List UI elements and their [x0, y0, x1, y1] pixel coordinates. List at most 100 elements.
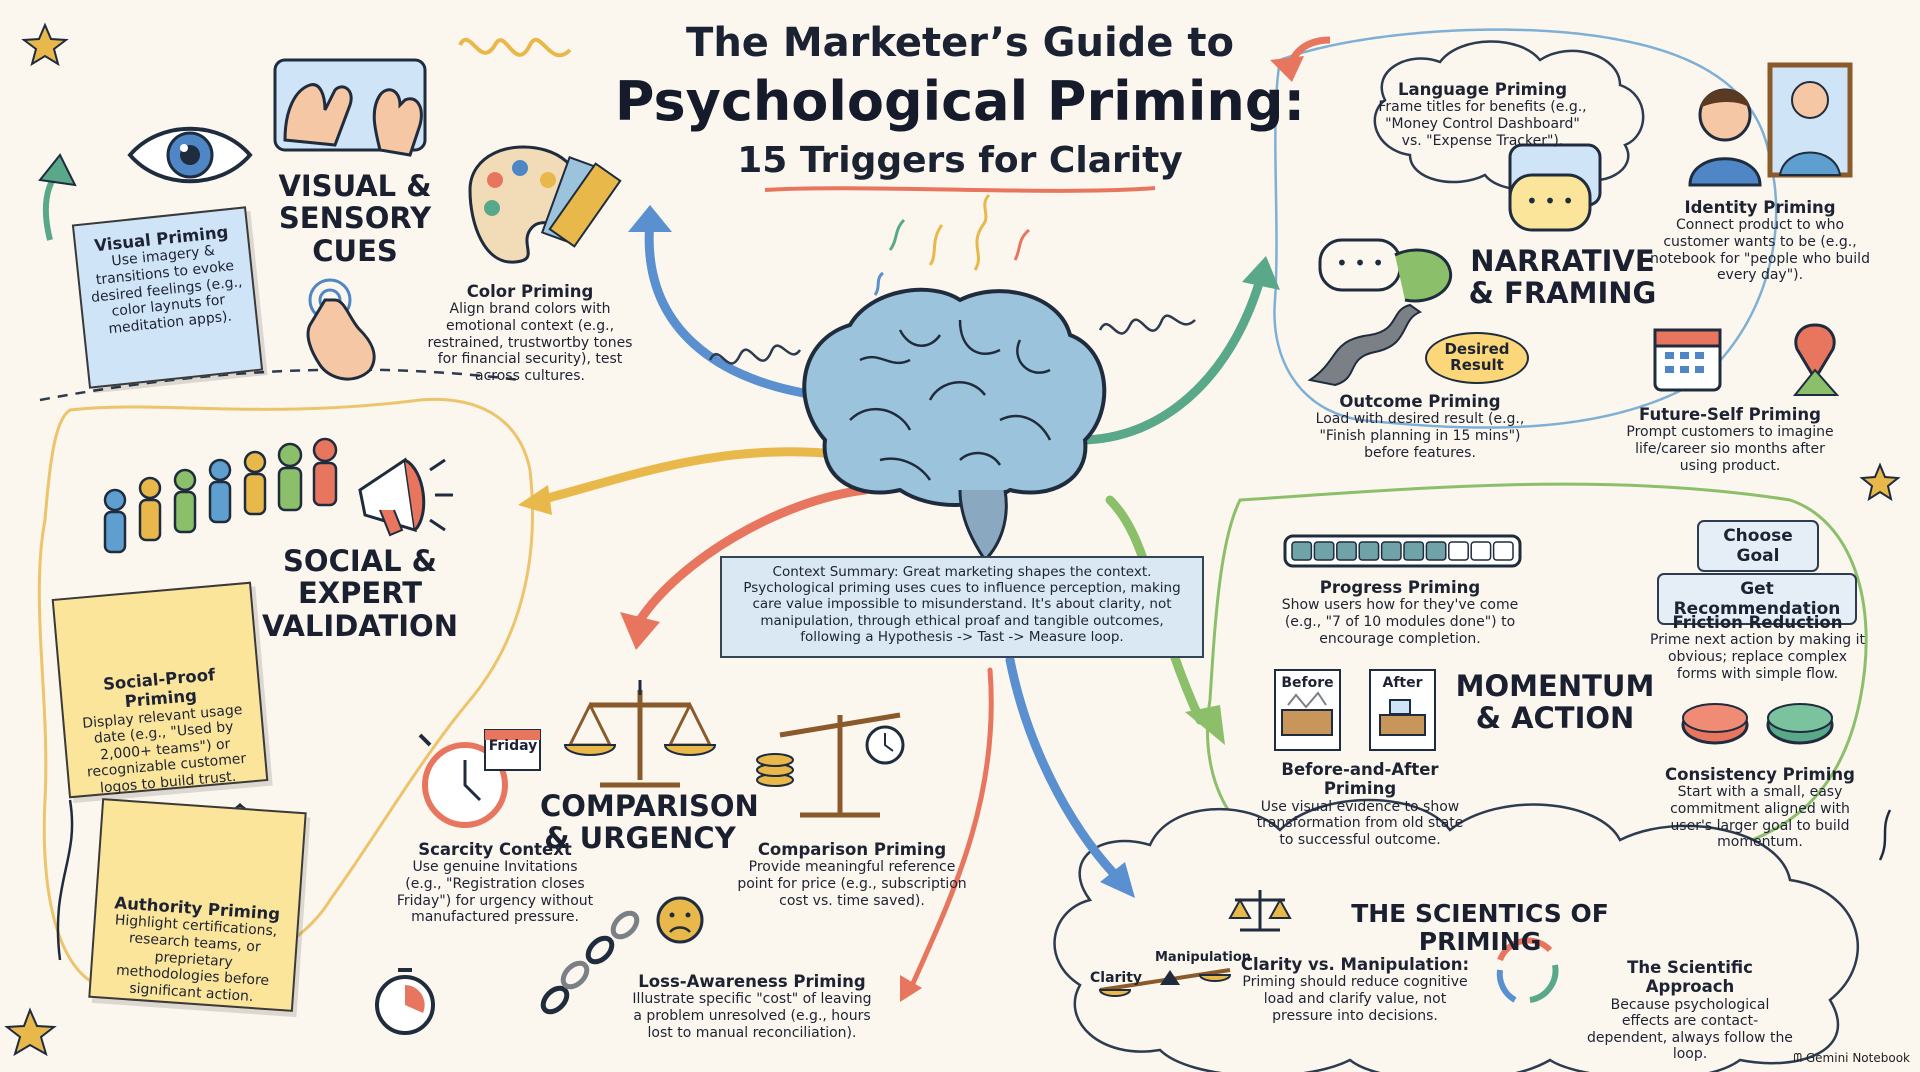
- mirror-person-icon: [1688, 62, 1853, 187]
- color-priming-title: Color Priming: [466, 282, 594, 301]
- scientific-body: Because psychological effects are contac…: [1587, 996, 1793, 1063]
- progress-cell-done: [1336, 541, 1357, 561]
- clarity-label: Clarity: [1090, 970, 1143, 986]
- progress-cell-done: [1313, 541, 1335, 561]
- visual-priming-note: Visual Priming Use imagery & transitions…: [71, 206, 264, 389]
- future-self-body: Prompt customers to imagine life/career …: [1626, 424, 1834, 474]
- notebook-icon: ᗰ: [1793, 1051, 1803, 1065]
- comparison-priming-title: Comparison Priming: [757, 840, 947, 859]
- button-green-icon: [1766, 703, 1834, 745]
- coins-stopwatch-icon: [756, 712, 905, 818]
- progress-cell-done: [1380, 541, 1402, 561]
- clarity-manip-title: Clarity vs. Manipulation:: [1240, 955, 1470, 974]
- title-line-2: Psychological Priming:: [614, 70, 1306, 133]
- svg-text:• • •: • • •: [1526, 189, 1574, 213]
- friction-reduction: Friction Reduction Prime next action by …: [1650, 613, 1865, 682]
- future-self-title: Future-Self Priming: [1639, 405, 1821, 424]
- brain-icon: [802, 287, 1107, 563]
- friction-title: Friction Reduction: [1672, 613, 1843, 632]
- outcome-priming-body: Load with desired result (e.g., "Finish …: [1315, 411, 1525, 461]
- scientific-approach: The Scientific Approach Because psycholo…: [1585, 958, 1795, 1063]
- before-after-priming: Before-and-After Priming Use visual evid…: [1255, 760, 1465, 848]
- manipulation-label: Manipulation: [1155, 950, 1252, 965]
- title-underline: [764, 186, 1156, 193]
- authority-body: Highlight certifications, research teams…: [114, 912, 278, 1005]
- choose-goal-button[interactable]: Choose Goal: [1697, 520, 1819, 572]
- language-priming: Language Priming Frame titles for benefi…: [1375, 80, 1590, 149]
- section-comparison: COMPARISON & URGENCY: [540, 789, 759, 856]
- progress-priming: Progress Priming Show users how for they…: [1270, 578, 1530, 647]
- section-science: THE SCIENTICS OF PRIMING: [1351, 899, 1609, 956]
- loss-awareness-title: Loss-Awareness Priming: [638, 972, 866, 991]
- title-line-1: The Marketer’s Guide to: [686, 20, 1234, 66]
- desired-result-badge: Desired Result: [1425, 332, 1529, 384]
- progress-priming-title: Progress Priming: [1319, 578, 1481, 597]
- title-line-3: 15 Triggers for Clarity: [737, 140, 1183, 181]
- color-priming-body: Align brand colors with emotional contex…: [427, 301, 633, 384]
- section-momentum: MOMENTUM & ACTION: [1455, 669, 1655, 736]
- before-after-icon: [1274, 669, 1436, 751]
- visual-priming-body: Use imagery & transitions to evoke desir…: [90, 243, 244, 337]
- future-self-priming: Future-Self Priming Prompt customers to …: [1620, 405, 1840, 474]
- progress-cell-done: [1358, 541, 1380, 561]
- before-after-body: Use visual evidence to show transformati…: [1256, 798, 1464, 848]
- hand-touch-icon: [273, 58, 427, 381]
- star-icon: [4, 22, 1901, 1057]
- people-crowd-icon: [103, 437, 338, 554]
- loss-awareness-priming: Loss-Awareness Priming Illustrate specif…: [632, 972, 872, 1041]
- progress-cell-empty: [1492, 541, 1514, 561]
- palette-icon: [468, 145, 622, 264]
- road-icon: [1307, 303, 1423, 387]
- comparison-priming-body: Provide meaningful reference point for p…: [737, 859, 967, 909]
- button-red-icon: [1681, 703, 1749, 745]
- megaphone-icon: [358, 457, 453, 537]
- friday-label: Friday: [488, 738, 538, 754]
- after-label: After: [1382, 675, 1423, 691]
- clarity-manip-body: Priming should reduce cognitive load and…: [1242, 974, 1468, 1024]
- identity-priming-title: Identity Priming: [1684, 198, 1836, 217]
- progress-cell-done: [1403, 541, 1425, 561]
- progress-priming-body: Show users how for they've come (e.g., "…: [1281, 597, 1519, 647]
- context-summary: Context Summary: Great marketing shapes …: [720, 556, 1204, 658]
- clarity-vs-manipulation: Clarity vs. Manipulation: Priming should…: [1240, 955, 1470, 1024]
- identity-priming-body: Connect product to who customer wants to…: [1650, 217, 1870, 284]
- footer-brand: ᗰ Gemini Notebook: [1793, 1051, 1910, 1066]
- progress-cell-empty: [1448, 541, 1469, 561]
- loss-awareness-body: Illustrate specific "cost" of leaving a …: [632, 991, 872, 1041]
- authority-note: Authority Priming Highlight certificatio…: [88, 798, 307, 1012]
- progress-cell-done: [1425, 541, 1447, 561]
- section-social: SOCIAL & EXPERT VALIDATION: [262, 544, 458, 643]
- outcome-priming-title: Outcome Priming: [1339, 392, 1501, 411]
- scientific-title: The Scientific Approach: [1627, 958, 1753, 997]
- outcome-priming: Outcome Priming Load with desired result…: [1315, 392, 1525, 461]
- progress-cell-done: [1291, 541, 1313, 561]
- section-narrative: NARRATIVE & FRAMING: [1468, 244, 1657, 311]
- consistency-body: Start with a small, easy commitment alig…: [1670, 784, 1850, 851]
- scarcity-title: Scarcity Context: [418, 840, 572, 859]
- social-proof-body: Display relevant usage date (e.g., "Used…: [81, 701, 247, 797]
- identity-priming: Identity Priming Connect product to who …: [1650, 198, 1870, 284]
- stopwatch-icon: [375, 968, 435, 1035]
- alarm-clock-icon: [418, 729, 541, 828]
- chain-sad-face-icon: [540, 896, 704, 1015]
- map-pin-icon: [1792, 323, 1840, 396]
- before-label: Before: [1281, 675, 1334, 691]
- svg-text:• • •: • • •: [1336, 251, 1384, 275]
- friction-body: Prime next action by making it obvious; …: [1650, 632, 1865, 682]
- calendar-icon: [1653, 328, 1722, 392]
- progress-cell-empty: [1470, 541, 1492, 561]
- cycle-arrows-icon: [1496, 937, 1559, 1003]
- consistency-priming: Consistency Priming Start with a small, …: [1660, 765, 1860, 851]
- scales-icon: [563, 680, 717, 788]
- consistency-title: Consistency Priming: [1665, 765, 1855, 784]
- color-priming: Color Priming Align brand colors with em…: [425, 282, 635, 384]
- footer-text: Gemini Notebook: [1805, 1051, 1910, 1065]
- language-priming-title: Language Priming: [1397, 80, 1568, 99]
- speech-bubble-icon: • • • • • •: [1318, 143, 1602, 303]
- scarcity-context: Scarcity Context Use genuine Invitations…: [395, 840, 595, 926]
- scarcity-body: Use genuine Invitations (e.g., "Registra…: [396, 859, 594, 926]
- social-proof-note: Social-Proof Priming Display relevant us…: [51, 581, 269, 799]
- get-recommendation-button[interactable]: Get Recommendation: [1657, 573, 1857, 625]
- section-visual: VISUAL & SENSORY CUES: [278, 169, 432, 268]
